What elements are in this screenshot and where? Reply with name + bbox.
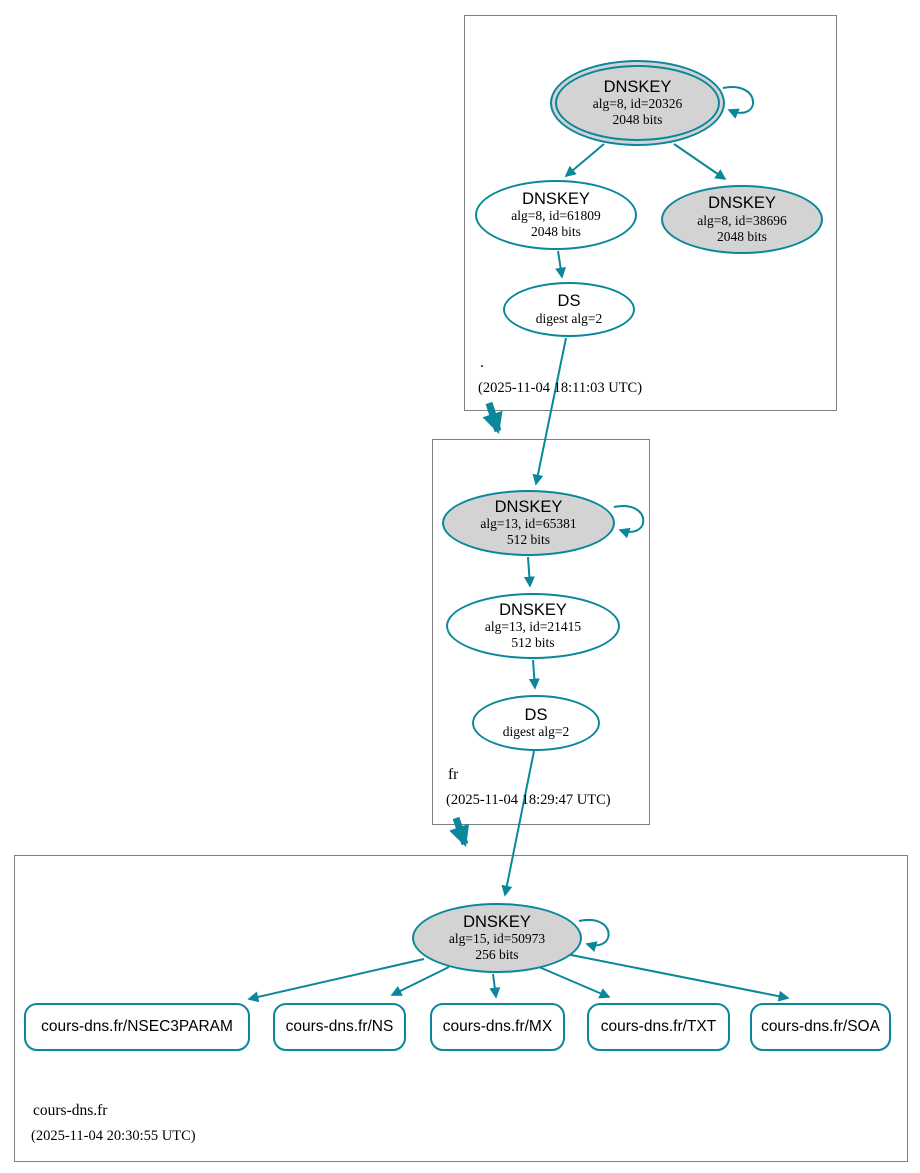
zone-name-coursdns: cours-dns.fr (33, 1102, 108, 1119)
rrset-txt: cours-dns.fr/TXT (587, 1003, 730, 1051)
edge-fr-ksk-to-zsk (523, 556, 535, 588)
dnskey-root-zsk-38696: DNSKEY alg=8, id=38696 2048 bits (661, 185, 823, 254)
edge-fr-to-coursdns-delegation (449, 816, 470, 847)
edge-coursdns-ksk-to-txt (538, 966, 611, 999)
dnskey-root-zsk-61809: DNSKEY alg=8, id=61809 2048 bits (475, 180, 637, 250)
edge-fr-ds-to-coursdns-ksk (501, 750, 535, 897)
dnskey-fr-ksk-65381: DNSKEY alg=13, id=65381 512 bits (442, 490, 615, 556)
node-detail: alg=8, id=38696 (697, 212, 787, 228)
node-detail: alg=13, id=21415 (484, 619, 582, 635)
ds-fr: DS digest alg=2 (472, 695, 600, 751)
ds-root: DS digest alg=2 (503, 282, 635, 337)
rrset-nsec3param: cours-dns.fr/NSEC3PARAM (24, 1003, 250, 1051)
node-detail: alg=8, id=61809 (511, 208, 601, 224)
node-detail: digest alg=2 (535, 310, 603, 326)
edge-root-ds-to-fr-ksk (532, 337, 567, 486)
rrset-ns: cours-dns.fr/NS (273, 1003, 406, 1051)
node-detail: 2048 bits (717, 228, 767, 244)
edge-fr-ksk-selfloop (613, 504, 645, 539)
dnskey-fr-zsk-21415: DNSKEY alg=13, id=21415 512 bits (446, 593, 620, 659)
zone-timestamp-root: (2025-11-04 18:11:03 UTC) (478, 380, 643, 396)
node-detail: alg=13, id=65381 (480, 516, 577, 532)
rrset-soa: cours-dns.fr/SOA (750, 1003, 891, 1051)
zone-name-fr: fr (448, 766, 459, 783)
node-title: DNSKEY (463, 912, 531, 931)
node-title: DS (557, 292, 581, 311)
edge-fr-zsk-to-ds (528, 659, 540, 690)
node-detail: 2048 bits (531, 224, 581, 240)
dnskey-coursdns-ksk-50973: DNSKEY alg=15, id=50973 256 bits (412, 903, 582, 973)
dnskey-root-ksk-20326: DNSKEY alg=8, id=20326 2048 bits (550, 60, 725, 146)
edge-root-zsk-to-ds (555, 250, 567, 279)
edge-root-to-fr-delegation (482, 401, 503, 434)
edge-coursdns-ksk-to-nsec3param (247, 958, 425, 1003)
rrset-mx: cours-dns.fr/MX (430, 1003, 565, 1051)
edge-root-ksk-to-zsk2 (673, 143, 727, 180)
zone-timestamp-fr: (2025-11-04 18:29:47 UTC) (446, 792, 611, 808)
node-title: DNSKEY (708, 194, 776, 213)
edge-coursdns-ksk-to-soa (565, 953, 790, 1002)
node-title: DNSKEY (522, 189, 590, 208)
node-title: DNSKEY (499, 600, 567, 619)
node-detail: 256 bits (475, 947, 519, 963)
node-title: DNSKEY (494, 497, 563, 516)
node-detail: 2048 bits (612, 112, 663, 128)
node-title: DS (524, 705, 548, 724)
edge-coursdns-ksk-to-ns (390, 966, 450, 996)
node-detail: alg=15, id=50973 (448, 931, 546, 947)
node-detail: digest alg=2 (502, 724, 570, 740)
node-detail: 512 bits (511, 635, 555, 651)
node-detail: 512 bits (506, 532, 551, 548)
edge-root-ksk-to-zsk (564, 143, 605, 178)
edge-coursdns-ksk-to-mx (489, 973, 501, 999)
node-title: DNSKEY (603, 77, 672, 96)
zone-timestamp-coursdns: (2025-11-04 20:30:55 UTC) (31, 1128, 196, 1144)
edge-root-ksk-selfloop (722, 86, 754, 119)
edge-coursdns-ksk-selfloop (578, 918, 610, 952)
node-detail: alg=8, id=20326 (592, 96, 683, 112)
zone-name-root: . (480, 354, 484, 371)
